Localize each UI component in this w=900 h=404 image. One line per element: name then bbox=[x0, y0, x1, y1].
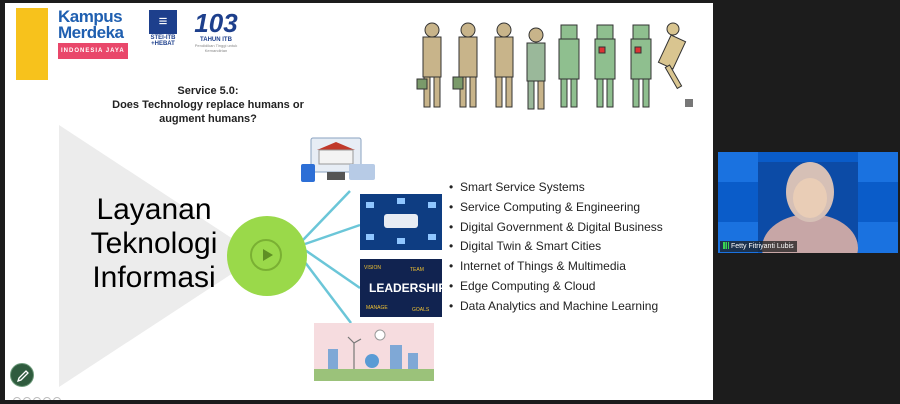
toolbar-forward-icon[interactable] bbox=[23, 397, 31, 400]
green-circle bbox=[227, 216, 307, 296]
annotate-button[interactable] bbox=[10, 363, 34, 387]
bullet-item: Internet of Things & Multimedia bbox=[449, 259, 679, 273]
bullet-item: Smart Service Systems bbox=[449, 180, 679, 194]
toolbar-back-icon[interactable] bbox=[13, 397, 21, 400]
digital-tech-image bbox=[360, 194, 442, 250]
pencil-icon bbox=[16, 370, 29, 383]
itb-103-logo: 103 TAHUN ITB Pendidikan Tinggi untuk Ke… bbox=[194, 8, 238, 53]
leadership-image: VISION TEAM MANAGE GOALS LEADERSHIP bbox=[360, 259, 446, 317]
participant-name-tag: Fetty Fitriyanti Lubis bbox=[720, 241, 797, 252]
robot-evolution-cartoon bbox=[416, 22, 693, 110]
bullet-item: Edge Computing & Cloud bbox=[449, 279, 679, 293]
svg-text:MANAGE: MANAGE bbox=[366, 305, 388, 311]
svg-text:GOALS: GOALS bbox=[412, 307, 430, 313]
bullet-item: Data Analytics and Machine Learning bbox=[449, 299, 679, 313]
main-heading: Layanan Teknologi Informasi bbox=[90, 193, 218, 294]
presentation-slide: Kampus Merdeka INDONESIA JAYA ≡ STEI-ITB… bbox=[5, 3, 713, 400]
connector-lines bbox=[300, 190, 361, 324]
toolbar-more-icon[interactable] bbox=[53, 397, 61, 400]
smart-city-image bbox=[314, 323, 434, 381]
toolbar-zoom-icon[interactable] bbox=[43, 397, 51, 400]
participant-video[interactable] bbox=[718, 152, 898, 253]
digital-government-image bbox=[301, 137, 375, 182]
topic-bullet-list: Smart Service Systems Service Computing … bbox=[449, 180, 679, 318]
bullet-item: Digital Twin & Smart Cities bbox=[449, 239, 679, 253]
slide-toolbar bbox=[13, 392, 63, 400]
play-icon[interactable] bbox=[250, 239, 282, 271]
funnel-shape bbox=[59, 125, 259, 387]
toolbar-pen-icon[interactable] bbox=[33, 397, 41, 400]
bullet-item: Digital Government & Digital Business bbox=[449, 220, 679, 234]
svg-text:VISION: VISION bbox=[364, 265, 381, 271]
logo-yellow-bar bbox=[16, 8, 48, 80]
bullet-item: Service Computing & Engineering bbox=[449, 200, 679, 214]
stei-itb-logo: ≡ STEI-ITB +HEBAT bbox=[146, 10, 180, 47]
signal-icon bbox=[723, 242, 729, 249]
svg-text:TEAM: TEAM bbox=[410, 267, 424, 273]
kampus-merdeka-logo: Kampus Merdeka INDONESIA JAYA bbox=[58, 8, 128, 59]
svg-text:LEADERSHIP: LEADERSHIP bbox=[369, 281, 442, 295]
slide-title: Service 5.0: Does Technology replace hum… bbox=[112, 85, 304, 125]
